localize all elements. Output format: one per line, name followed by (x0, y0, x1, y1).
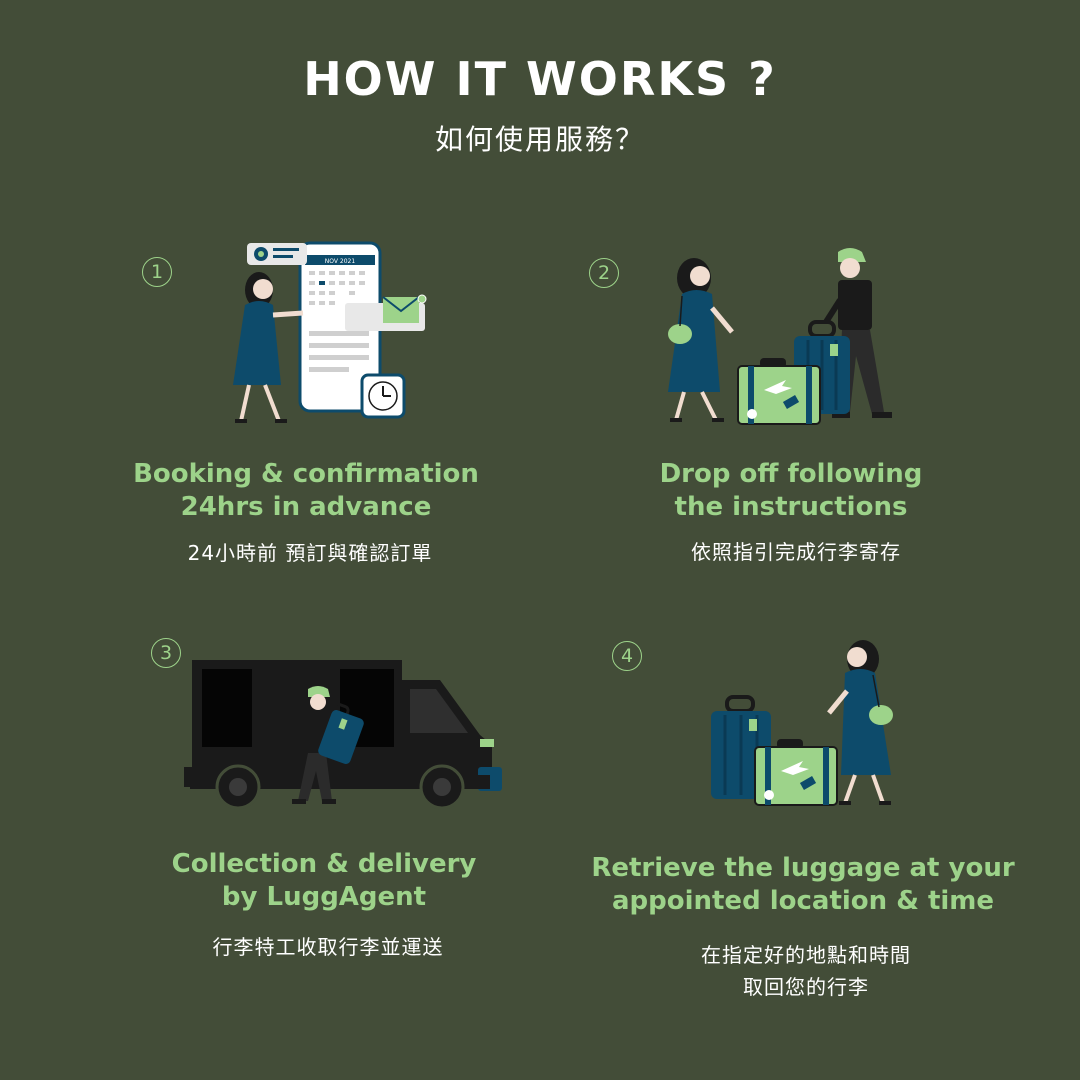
step-4-desc-line1: 在指定好的地點和時間 (701, 943, 911, 967)
step-2-title-line1: Drop off following (659, 459, 923, 489)
step-3-desc-line1: 行李特工收取行李並運送 (212, 935, 444, 959)
page-subtitle: 如何使用服務？ (434, 123, 645, 156)
step-1-title: Booking & confirmation 24hrs in advance (100, 458, 512, 524)
step-2-title: Drop off following the instructions (586, 458, 996, 524)
step-2-title-line2: the instructions (674, 492, 908, 522)
step-2-number: 2 (589, 258, 619, 288)
page-title: HOW IT WORKS ? (303, 52, 777, 106)
step-3-number: 3 (151, 638, 181, 668)
step-1-number: 1 (142, 257, 172, 287)
step-3-title-line2: by LuggAgent (221, 882, 427, 912)
step-1-description: 24小時前 預訂與確認訂單 (100, 537, 520, 569)
step-4-desc-line2: 取回您的行李 (743, 975, 869, 999)
step-1-title-line2: 24hrs in advance (180, 492, 432, 522)
step-4-title-line1: Retrieve the luggage at your (591, 853, 1015, 883)
step-4-number: 4 (612, 641, 642, 671)
step-4-description: 在指定好的地點和時間 取回您的行李 (596, 939, 1016, 1003)
step-1-title-line1: Booking & confirmation (133, 459, 479, 489)
step-4-title-line2: appointed location & time (611, 886, 995, 916)
step-2-description: 依照指引完成行李寄存 (586, 536, 1006, 568)
step-2-desc-line1: 依照指引完成行李寄存 (691, 540, 901, 564)
delivery-van-illustration (184, 660, 502, 810)
step-3-description: 行李特工收取行李並運送 (118, 931, 538, 963)
step-1-desc-line1: 24小時前 預訂與確認訂單 (187, 541, 433, 565)
retrieve-luggage-illustration (711, 640, 893, 806)
step-3-title-line1: Collection & delivery (171, 849, 477, 879)
booking-phone-illustration: NOV 2021 (233, 241, 427, 423)
step-3-title: Collection & delivery by LuggAgent (118, 848, 530, 914)
phone-month-label: NOV 2021 (325, 258, 356, 265)
dropoff-illustration (668, 248, 892, 425)
step-4-title: Retrieve the luggage at your appointed l… (583, 852, 1023, 918)
